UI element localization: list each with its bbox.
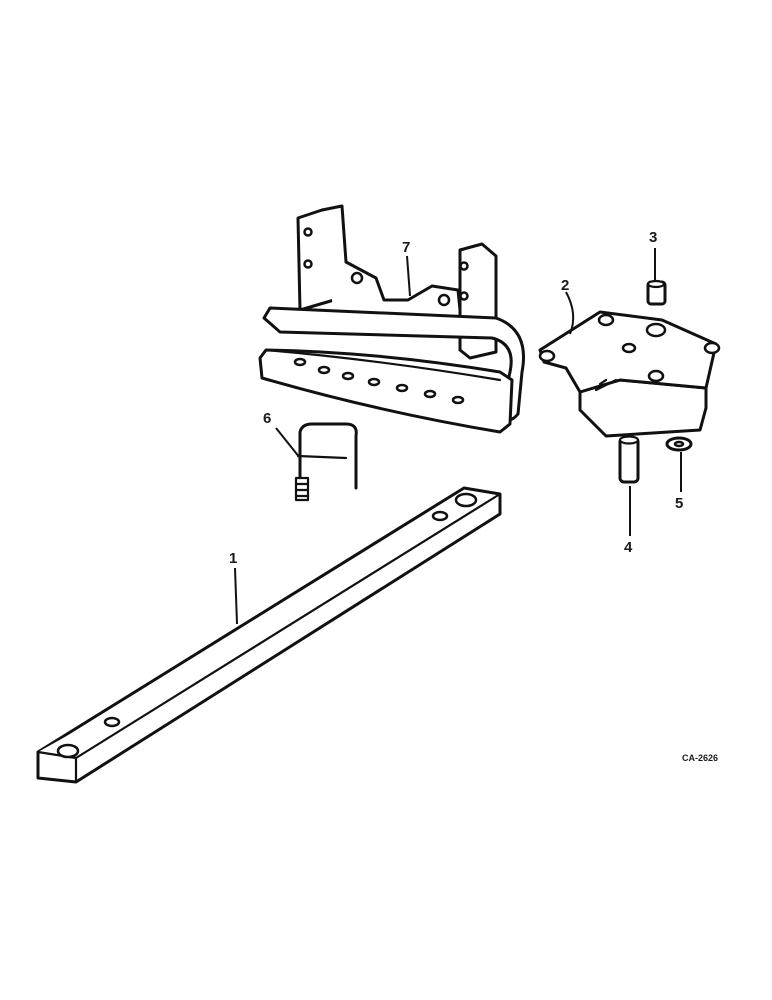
callout-2: 2 — [561, 277, 569, 294]
callout-3: 3 — [649, 229, 657, 246]
drawbar-support — [258, 204, 525, 434]
callout-1: 1 — [229, 550, 237, 567]
callout-4: 4 — [624, 539, 633, 556]
washer — [665, 436, 693, 452]
u-bolt — [294, 422, 358, 502]
hitch-pin — [618, 435, 640, 484]
drawbar — [36, 486, 502, 784]
callout-6: 6 — [263, 410, 271, 427]
small-pin — [646, 279, 667, 306]
figure-id: CA-2626 — [682, 753, 718, 763]
callout-7: 7 — [402, 239, 410, 256]
callout-5: 5 — [675, 495, 683, 512]
hitch-plate — [538, 310, 721, 438]
